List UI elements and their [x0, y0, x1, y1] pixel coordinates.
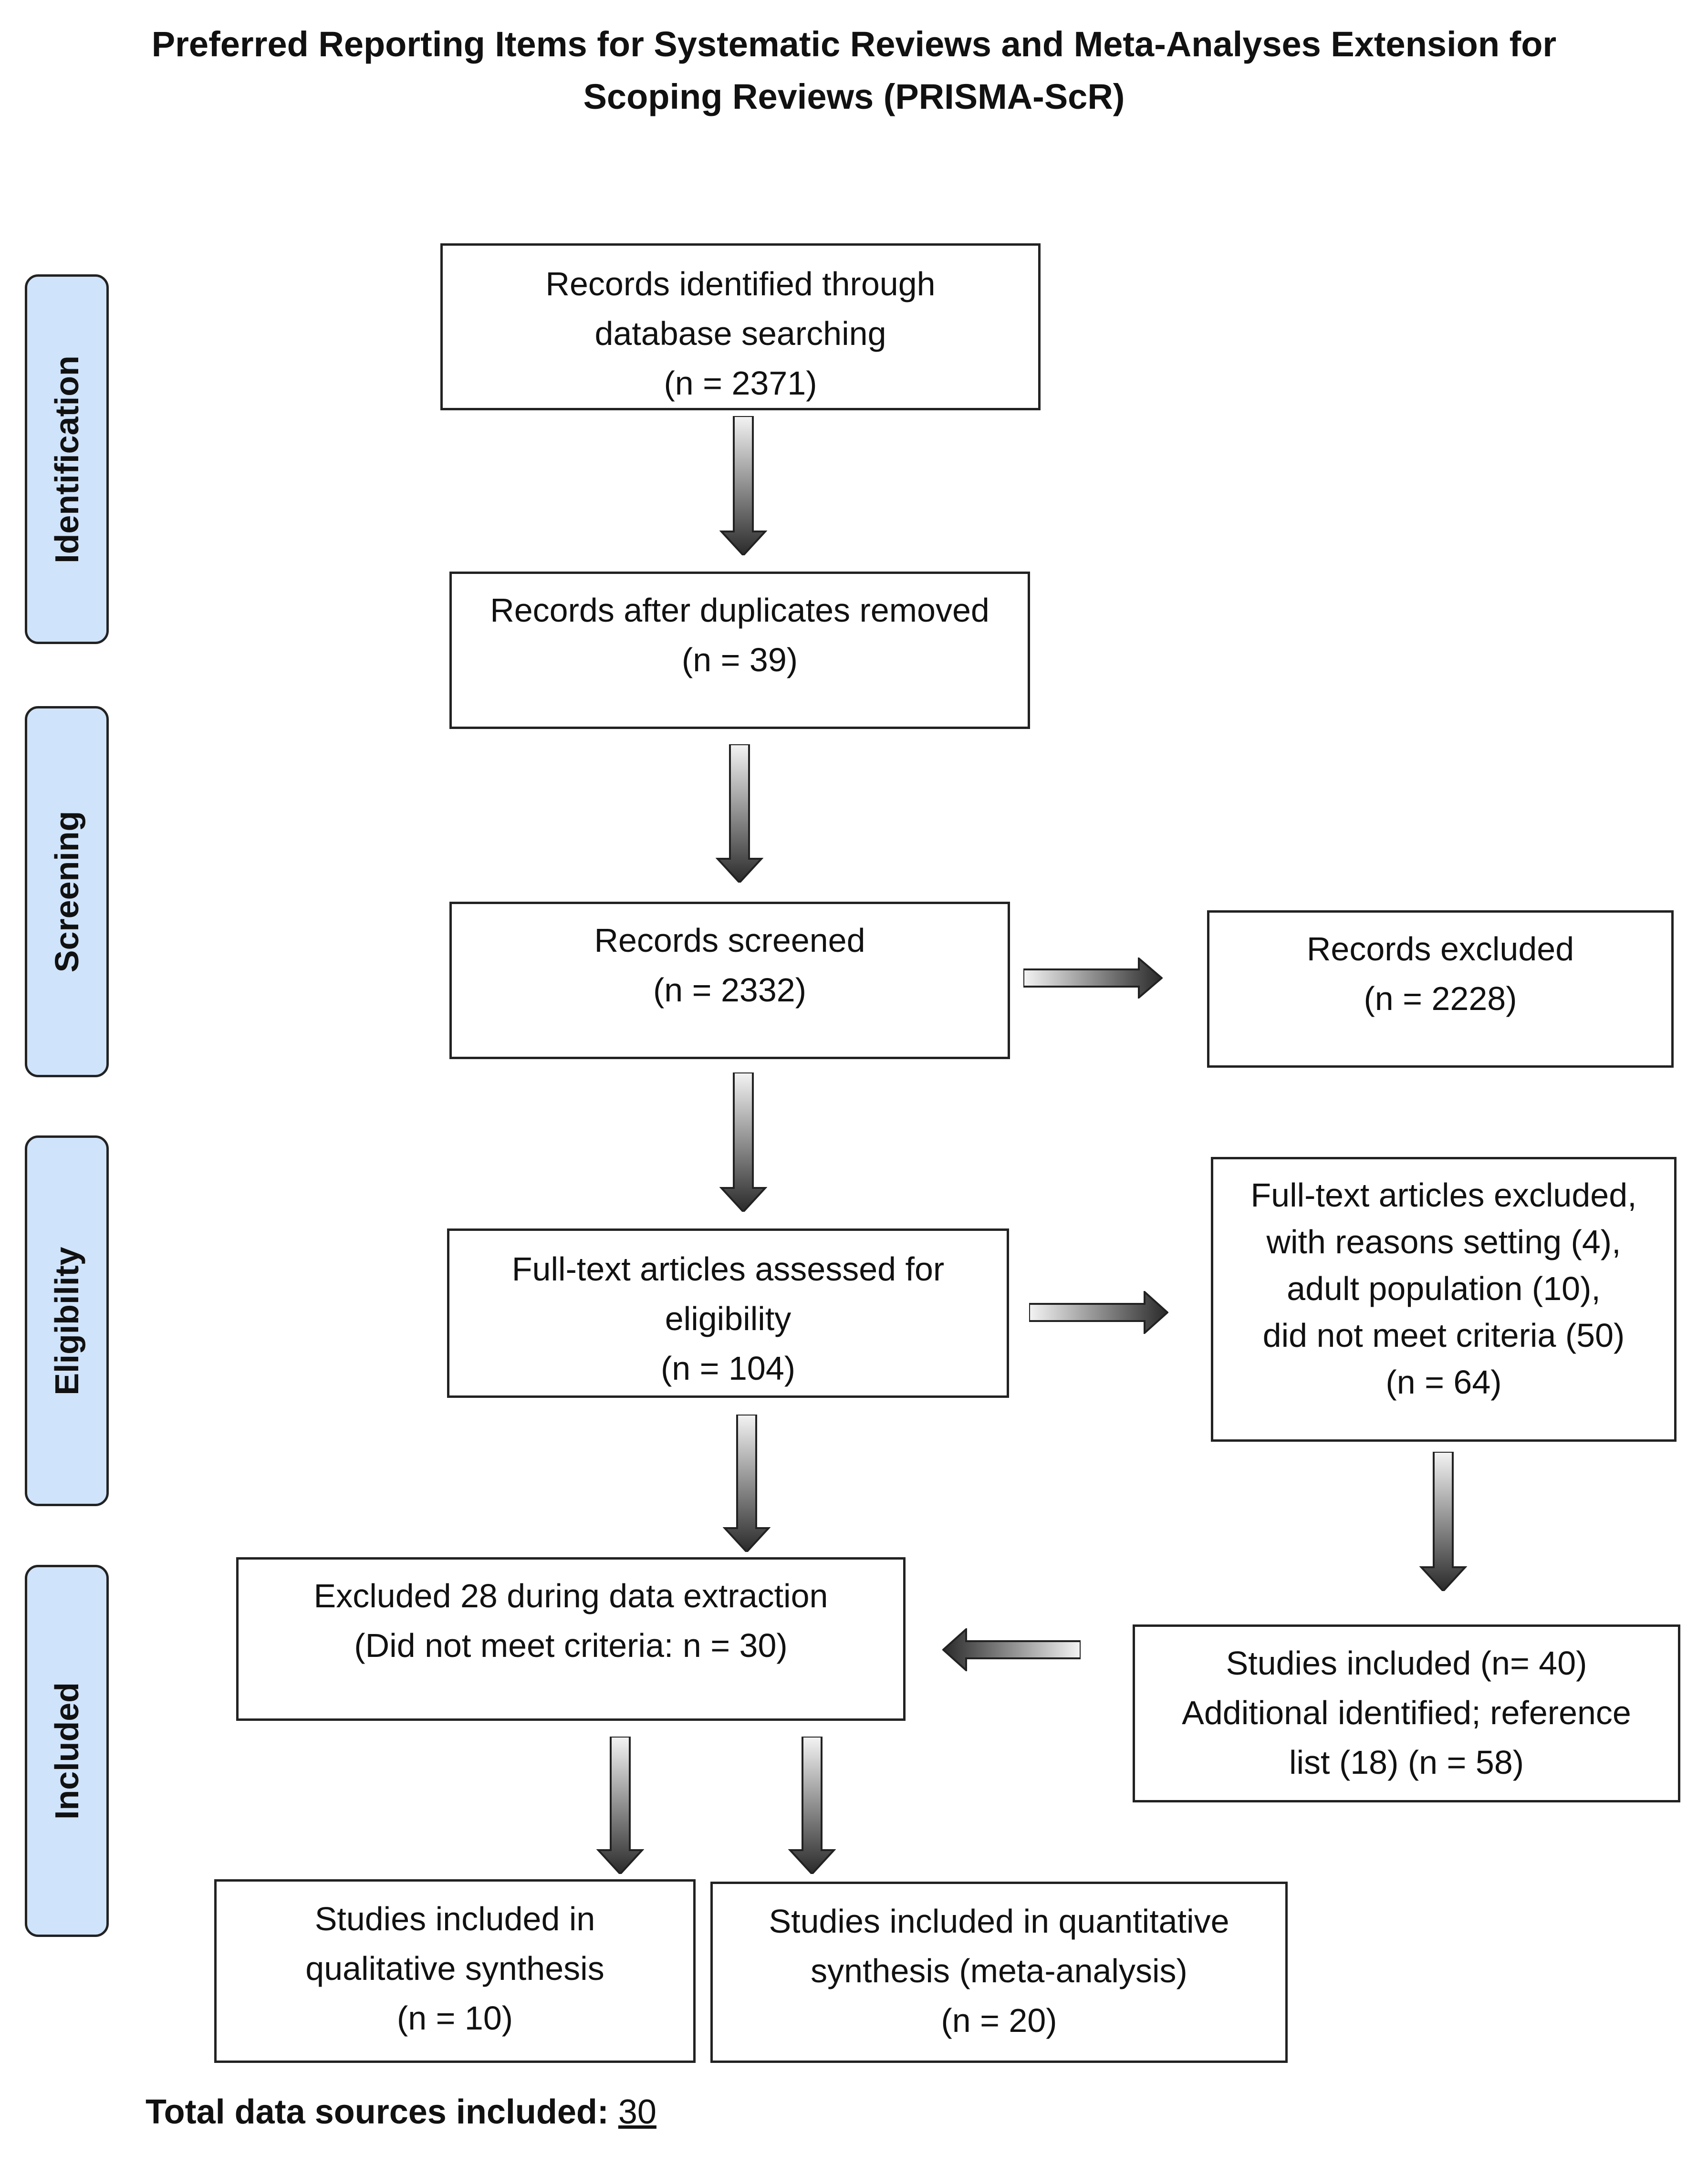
box-line: adult population (10),: [1287, 1270, 1601, 1307]
stage-label: Screening: [48, 811, 85, 973]
total-value: 30: [618, 2093, 656, 2131]
duplicates-removed-box: Records after duplicates removed (n = 39…: [449, 572, 1030, 729]
records-excluded-box: Records excluded (n = 2228): [1207, 910, 1674, 1068]
box-line: Full-text articles assessed for: [511, 1250, 945, 1288]
box-line: (n = 10): [396, 1999, 513, 2037]
box-line: Studies included (n= 40): [1226, 1645, 1587, 1682]
arrow-down-icon: [723, 1415, 771, 1552]
arrow-down-icon: [719, 1072, 767, 1212]
records-screened-box: Records screened (n = 2332): [449, 902, 1010, 1059]
box-line: Studies included in: [314, 1900, 595, 1937]
box-line: list (18) (n = 58): [1289, 1744, 1524, 1781]
quantitative-synthesis-box: Studies included in quantitative synthes…: [710, 1882, 1288, 2063]
box-line: (n = 2228): [1364, 980, 1517, 1017]
stage-screening: Screening: [25, 706, 109, 1077]
studies-included-box: Studies included (n= 40) Additional iden…: [1133, 1624, 1680, 1802]
total-label: Total data sources included:: [146, 2093, 618, 2131]
arrow-down-icon: [1419, 1452, 1467, 1591]
box-line: eligibility: [665, 1300, 792, 1337]
box-line: (n = 64): [1385, 1364, 1502, 1401]
box-line: (Did not meet criteria: n = 30): [354, 1627, 788, 1664]
stage-eligibility: Eligibility: [25, 1135, 109, 1506]
stage-label: Eligibility: [48, 1246, 85, 1395]
box-line: Studies included in quantitative: [769, 1903, 1229, 1940]
box-line: synthesis (meta-analysis): [811, 1952, 1187, 1989]
stage-label: Identification: [48, 355, 85, 563]
box-line: qualitative synthesis: [305, 1950, 604, 1987]
arrow-right-icon: [1029, 1291, 1168, 1334]
qualitative-synthesis-box: Studies included in qualitative synthesi…: [214, 1879, 696, 2063]
box-line: (n = 39): [681, 641, 798, 678]
box-line: Records after duplicates removed: [490, 592, 989, 629]
fulltext-excluded-box: Full-text articles excluded, with reason…: [1211, 1157, 1677, 1442]
box-line: Full-text articles excluded,: [1250, 1176, 1637, 1214]
box-line: (n = 20): [941, 2002, 1057, 2039]
records-identified-box: Records identified through database sear…: [440, 243, 1041, 410]
box-line: did not meet criteria (50): [1262, 1317, 1625, 1354]
arrow-left-icon: [942, 1628, 1081, 1671]
excluded-extraction-box: Excluded 28 during data extraction (Did …: [236, 1557, 906, 1721]
box-line: Records screened: [594, 922, 865, 959]
box-line: (n = 2332): [653, 971, 807, 1009]
title-line-2: Scoping Reviews (PRISMA-ScR): [583, 77, 1125, 116]
box-line: with reasons setting (4),: [1266, 1223, 1621, 1260]
arrow-down-icon: [788, 1737, 836, 1874]
stage-identification: Identification: [25, 274, 109, 644]
arrow-right-icon: [1023, 958, 1163, 999]
box-line: Records identified through: [545, 265, 936, 302]
stage-label: Included: [48, 1682, 85, 1820]
arrow-down-icon: [719, 416, 767, 555]
diagram-title: Preferred Reporting Items for Systematic…: [138, 18, 1570, 123]
title-line-1: Preferred Reporting Items for Systematic…: [151, 24, 1557, 64]
box-line: (n = 2371): [664, 364, 817, 402]
box-line: Records excluded: [1306, 930, 1574, 968]
box-line: Excluded 28 during data extraction: [313, 1577, 828, 1614]
arrow-down-icon: [596, 1737, 644, 1874]
fulltext-assessed-box: Full-text articles assessed for eligibil…: [447, 1228, 1009, 1398]
box-line: (n = 104): [660, 1350, 796, 1387]
box-line: Additional identified; reference: [1182, 1694, 1631, 1731]
box-line: database searching: [594, 315, 886, 352]
total-data-sources: Total data sources included: 30: [146, 2092, 656, 2132]
arrow-down-icon: [716, 744, 763, 883]
stage-included: Included: [25, 1565, 109, 1937]
